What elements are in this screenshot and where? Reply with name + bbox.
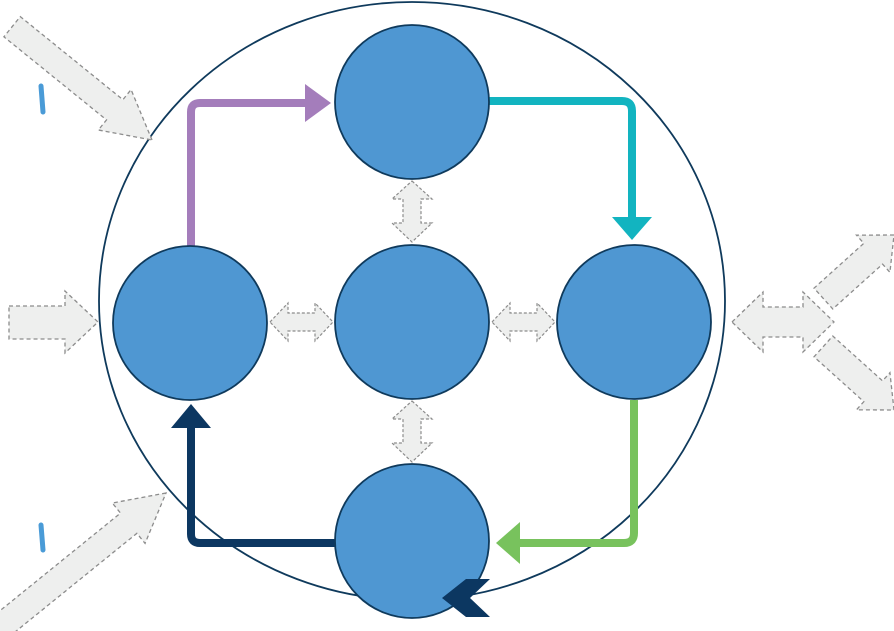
- node-center: [334, 244, 490, 400]
- flow-arrow-navy: [187, 425, 336, 547]
- link-center-right: [491, 301, 556, 343]
- blue-tick-bottom: [38, 522, 46, 553]
- flow-arrow-teal: [489, 97, 636, 220]
- node-left: [112, 245, 268, 401]
- input-arrow-left: [8, 289, 99, 355]
- flow-arrow-green: [518, 400, 638, 547]
- gray-io-arrows: [0, 15, 894, 631]
- link-center-top: [390, 180, 434, 243]
- flow-arrow-purple: [187, 99, 308, 246]
- nodes: [112, 24, 712, 619]
- input-arrow-top-left: [3, 15, 154, 141]
- flow-arrowhead-navy: [171, 404, 211, 428]
- output-connector-right: [731, 290, 835, 354]
- navy-chevron-marker: [442, 579, 490, 617]
- blue-tick-top: [38, 83, 46, 115]
- link-center-bottom: [390, 400, 434, 463]
- link-left-center: [269, 301, 334, 343]
- node-right: [556, 244, 712, 400]
- input-arrow-bottom-left: [0, 492, 168, 631]
- node-top: [334, 24, 490, 180]
- flow-arrowhead-green: [496, 522, 520, 564]
- output-arrow-down-right: [813, 335, 894, 411]
- flow-arrowhead-teal: [612, 217, 652, 240]
- inner-links: [269, 180, 556, 463]
- node-bottom: [334, 463, 490, 619]
- output-arrow-up-right: [813, 234, 894, 310]
- flow-arrowhead-purple: [305, 84, 331, 122]
